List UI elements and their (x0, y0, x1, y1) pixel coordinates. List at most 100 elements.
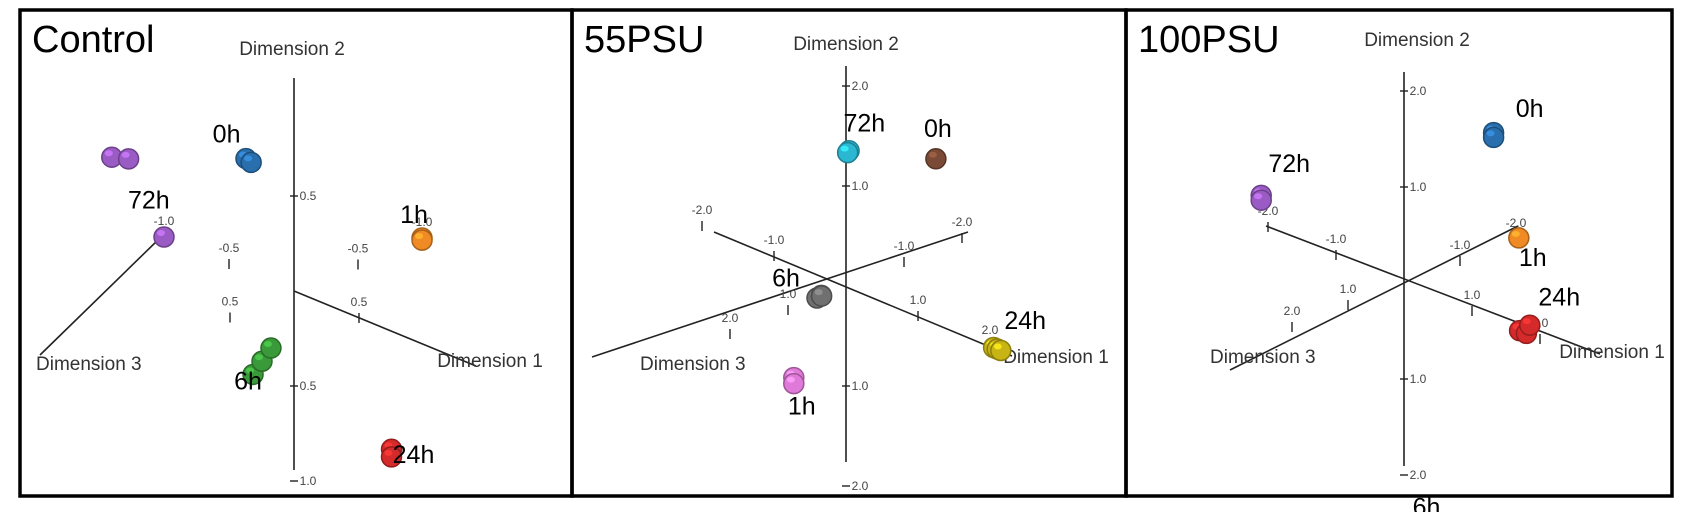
tick-dimension-3-label: -2.0 (952, 215, 973, 229)
tick-dimension-2-label: 1.0 (300, 474, 317, 488)
data-point-highlight (1486, 130, 1495, 137)
data-point-highlight (384, 449, 393, 456)
data-point-highlight (121, 151, 130, 158)
axis-dimension-3 (591, 231, 969, 358)
data-point-72h (117, 148, 140, 170)
tick-dimension-1-label: -1.0 (154, 214, 175, 228)
tick-dimension-2-label: 1.0 (852, 179, 869, 193)
group-label-6h: 6h (772, 264, 800, 292)
panel-2: 2.0 1.0 1.0 2.0 -2.0 -1.0 1.0 2.0 -2.0 -1.0 1.0 2.0… (584, 19, 1109, 493)
data-point-6h (810, 285, 833, 307)
axis-dimension-1 (713, 231, 1013, 357)
tick-dimension-1-label: 0.5 (351, 295, 368, 309)
tick-dimension-2-label: 2.0 (1410, 468, 1427, 482)
data-point-highlight (814, 289, 823, 296)
data-point-highlight (1522, 318, 1531, 325)
axis-label-dimension-3: Dimension 3 (640, 354, 746, 375)
data-point-24h (990, 339, 1012, 362)
tick-dimension-1-label: -2.0 (692, 203, 713, 217)
tick-dimension-2-label: 2.0 (1410, 84, 1427, 98)
data-point-highlight (840, 145, 849, 152)
axis-dimension-3 (1229, 225, 1519, 371)
tick-dimension-1-label: -0.5 (219, 241, 240, 255)
axis-label-dimension-1: Dimension 1 (1003, 347, 1109, 368)
group-label-1h: 1h (1519, 244, 1547, 272)
data-point-0h (925, 148, 947, 170)
panel-frame (1124, 8, 1674, 498)
group-label-0h: 0h (213, 120, 241, 148)
group-label-24h: 24h (1538, 284, 1580, 312)
axis-dimension-1 (293, 290, 477, 367)
tick-dimension-2-label: 0.5 (300, 189, 317, 203)
tick-dimension-1-label: 1.0 (1464, 288, 1481, 302)
tick-dimension-2-label: 0.5 (300, 379, 317, 393)
axis-label-dimension-2: Dimension 2 (793, 34, 899, 55)
tick-dimension-1-label: 2.0 (982, 323, 999, 337)
tick-dimension-3-label: -1.0 (894, 239, 915, 253)
panel-frame (570, 8, 1128, 498)
tick-dimension-3-label: 2.0 (722, 311, 739, 325)
tick-dimension-3-label: 1.0 (1340, 282, 1357, 296)
tick-dimension-1-label: 1.0 (910, 293, 927, 307)
axis-label-dimension-2: Dimension 2 (239, 39, 345, 60)
tick-dimension-1-label: -1.0 (1326, 232, 1347, 246)
group-label-24h: 24h (1004, 307, 1046, 335)
axis-label-dimension-1: Dimension 1 (437, 351, 543, 372)
tick-dimension-3-label: -1.0 (1450, 238, 1471, 252)
data-point-6h (260, 337, 282, 359)
data-point-highlight (1254, 193, 1263, 200)
panel-1: 0.50.51.0-1.0-0.50.5-1.0-0.50.5Dimension… (32, 19, 543, 488)
group-label-1h: 1h (788, 393, 816, 421)
data-point-72h (153, 226, 175, 248)
axis-dimension-1 (1265, 225, 1601, 355)
tick-dimension-3-label: -0.5 (348, 242, 369, 256)
data-point-highlight (246, 367, 255, 374)
tick-dimension-3-label: 2.0 (1284, 304, 1301, 318)
axis-label-dimension-3: Dimension 3 (1210, 347, 1316, 368)
tick-dimension-2-label: 2.0 (852, 479, 869, 493)
tick-dimension-2-label: 1.0 (852, 379, 869, 393)
panel-title: 55PSU (584, 19, 704, 61)
panel-3: 2.01.01.02.0-2.0-1.01.02.0-2.0-1.01.02.0… (1138, 19, 1665, 512)
tick-dimension-3-label: -1.0 (412, 215, 433, 229)
data-point-highlight (255, 354, 263, 361)
axis-label-dimension-3: Dimension 3 (36, 354, 142, 375)
tick-dimension-1-label: -1.0 (764, 233, 785, 247)
group-label-6h: 6h (234, 367, 262, 395)
data-point-1h (783, 372, 805, 395)
group-label-6h: 6h (1413, 494, 1441, 512)
tick-dimension-2-label: 1.0 (1410, 180, 1427, 194)
data-point-0h (1482, 126, 1505, 149)
tick-dimension-3-label: 0.5 (222, 295, 239, 309)
group-label-0h: 0h (924, 115, 952, 143)
group-label-0h: 0h (1516, 95, 1544, 123)
data-point-24h (1519, 314, 1541, 336)
group-label-72h: 72h (128, 186, 170, 214)
group-label-24h: 24h (393, 441, 435, 469)
panel-frame (18, 8, 574, 498)
axis-dimension-3 (39, 237, 161, 356)
data-point-highlight (415, 233, 424, 240)
axis-label-dimension-2: Dimension 2 (1364, 30, 1470, 51)
tick-dimension-2-label: 2.0 (852, 79, 869, 93)
panel-title: 100PSU (1138, 19, 1280, 61)
tick-dimension-3-label: 1.0 (780, 287, 797, 301)
group-label-1h: 1h (400, 201, 428, 229)
data-point-highlight (928, 151, 937, 158)
group-label-72h: 72h (844, 110, 886, 138)
tick-dimension-3-label: -2.0 (1506, 216, 1527, 230)
data-point-72h (1250, 189, 1272, 211)
data-point-highlight (263, 341, 272, 348)
data-point-0h (240, 151, 262, 174)
data-point-highlight (244, 155, 253, 162)
axis-label-dimension-1: Dimension 1 (1559, 342, 1665, 363)
data-point-highlight (993, 343, 1002, 350)
data-point-highlight (157, 230, 165, 236)
data-point-highlight (786, 376, 795, 383)
data-point-highlight (104, 150, 113, 157)
data-point-highlight (1511, 230, 1520, 237)
data-point-72h (836, 141, 859, 164)
data-point-1h (411, 229, 433, 251)
panel-title: Control (32, 19, 155, 61)
